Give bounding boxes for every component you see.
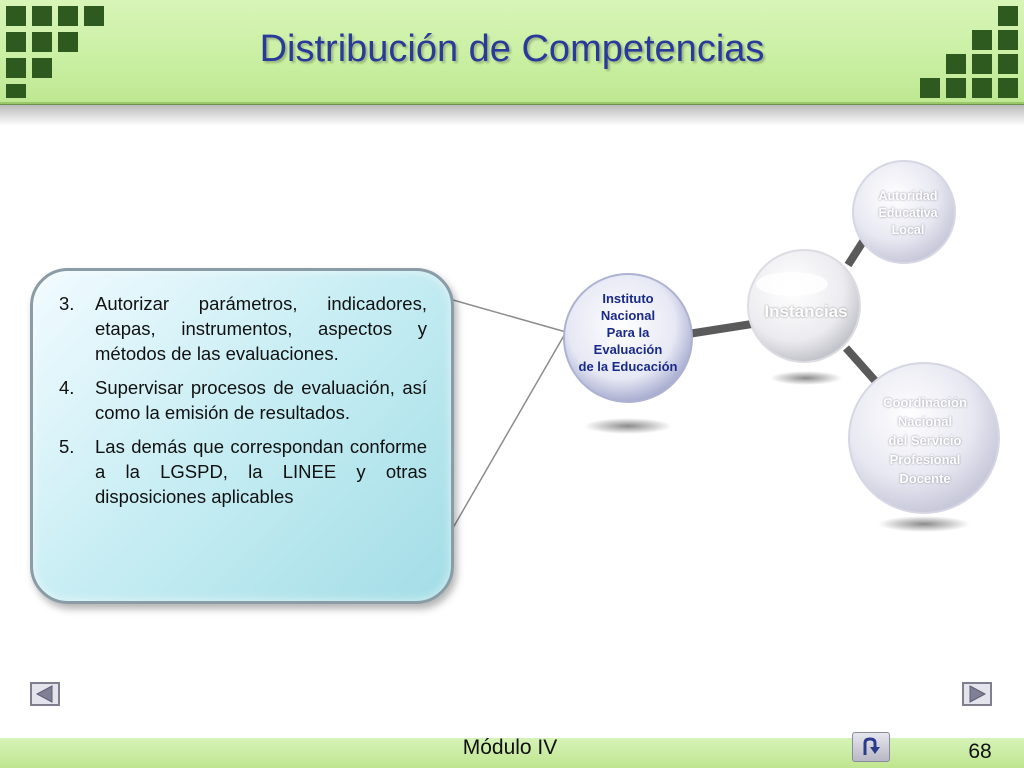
decor-square [972, 54, 992, 74]
node-coordination-label: Coordinación Nacional del Servicio Profe… [850, 393, 1000, 488]
decor-square [972, 30, 992, 50]
list-item-text: Las demás que correspondan conforme a la… [95, 436, 427, 507]
decor-square [946, 54, 966, 74]
node-shadow [878, 516, 970, 532]
label-line: Instituto [602, 291, 654, 306]
label-line: Profesional [889, 452, 961, 467]
label-line: Nacional [600, 308, 656, 323]
node-instancias-label: Instancias [764, 302, 848, 321]
label-line: del Servicio [888, 433, 962, 448]
return-button[interactable] [852, 732, 890, 762]
decor-square [32, 6, 52, 26]
label-line: Docente [899, 471, 951, 486]
label-line: Para la [606, 325, 650, 340]
label-line: Coordinación [883, 395, 967, 410]
list-item-number: 5. [59, 436, 75, 457]
decor-square [998, 30, 1018, 50]
module-label: Módulo IV [462, 736, 558, 759]
header-shadow [0, 104, 1024, 126]
decor-square [32, 32, 52, 52]
page-number: 68 [968, 740, 992, 763]
competencies-list: 3. Autorizar parámetros, indicadores, et… [59, 291, 427, 518]
decor-square [972, 78, 992, 98]
connector-bar [843, 345, 881, 387]
node-shadow [584, 418, 672, 434]
callout-line [445, 297, 567, 333]
list-item-text: Supervisar procesos de evaluación, así c… [95, 377, 427, 423]
label-line: de la Educación [578, 359, 678, 374]
node-local-authority-label: Autoridad Educativa Local [860, 188, 956, 239]
decor-square [6, 58, 26, 78]
decor-square [920, 78, 940, 98]
node-highlight [756, 272, 828, 296]
connector-bar [844, 237, 868, 268]
decor-square [998, 78, 1018, 98]
label-line: Local [891, 223, 925, 237]
page-title: Distribución de Competencias [259, 28, 765, 70]
decor-square [998, 54, 1018, 74]
node-institute [563, 273, 693, 403]
list-item: 5. Las demás que correspondan conforme a… [59, 434, 427, 509]
next-slide-button[interactable] [962, 682, 992, 706]
competencies-text-box: 3. Autorizar parámetros, indicadores, et… [30, 268, 454, 604]
list-item-number: 3. [59, 293, 75, 314]
decor-square [6, 32, 26, 52]
header-banner [0, 0, 1024, 105]
decor-square [58, 32, 78, 52]
label-line: Nacional [897, 414, 953, 429]
previous-slide-button[interactable] [30, 682, 60, 706]
right-triangle-icon [969, 685, 987, 703]
decor-square [946, 78, 966, 98]
callout-line [445, 331, 567, 541]
list-item-number: 4. [59, 377, 75, 398]
node-shadow [770, 371, 842, 385]
decor-square [6, 84, 26, 98]
list-item-text: Autorizar parámetros, indicadores, etapa… [95, 293, 427, 364]
node-institute-label: Instituto Nacional Para la Evaluación de… [566, 290, 690, 375]
node-local-authority [852, 160, 956, 264]
connector-bar [687, 320, 753, 338]
list-item: 4. Supervisar procesos de evaluación, as… [59, 375, 427, 425]
label-line: Evaluación [593, 342, 663, 357]
list-item: 3. Autorizar parámetros, indicadores, et… [59, 291, 427, 366]
decor-square [58, 6, 78, 26]
node-national-coordination [848, 362, 1000, 514]
left-triangle-icon [35, 685, 53, 703]
u-turn-arrow-icon [863, 737, 880, 755]
decor-square [998, 6, 1018, 26]
decor-square [6, 6, 26, 26]
label-line: Autoridad [878, 189, 938, 203]
decor-square [32, 58, 52, 78]
decor-square [84, 6, 104, 26]
label-line: Educativa [878, 206, 938, 220]
